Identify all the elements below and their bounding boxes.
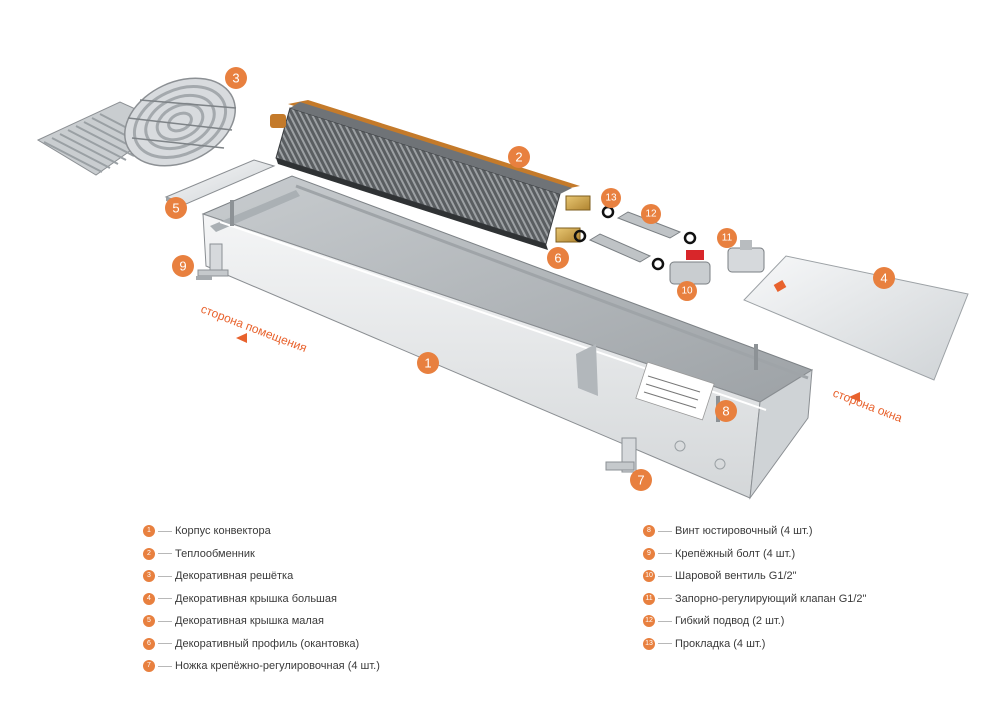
window-side-label: сторона окна bbox=[831, 386, 905, 425]
heat-exchanger bbox=[270, 100, 580, 250]
svg-text:2: 2 bbox=[515, 150, 522, 165]
legend-number-badge: 8 bbox=[643, 525, 655, 538]
svg-text:4: 4 bbox=[880, 271, 887, 286]
legend-label: Декоративный профиль (окантовка) bbox=[175, 637, 360, 650]
large-cover bbox=[743, 255, 969, 381]
legend-number-badge: 4 bbox=[143, 592, 155, 605]
svg-text:10: 10 bbox=[681, 286, 693, 297]
legend-item: 9 Крепёжный болт (4 шт.) bbox=[643, 543, 866, 566]
legend-label: Корпус конвектора bbox=[175, 525, 271, 538]
converter-body bbox=[201, 175, 814, 500]
callout-7: 7 bbox=[630, 469, 652, 491]
callout-4: 4 bbox=[873, 267, 895, 289]
legend-number-badge: 7 bbox=[143, 660, 155, 673]
callout-1: 1 bbox=[417, 352, 439, 374]
legend-number-badge: 6 bbox=[143, 637, 155, 650]
legend-leader-line bbox=[658, 643, 672, 645]
legend-leader-line bbox=[158, 598, 172, 600]
legend-item: 5 Декоративная крышка малая bbox=[143, 610, 380, 633]
callout-2: 2 bbox=[508, 146, 530, 168]
callout-11: 11 bbox=[717, 228, 737, 248]
mounting-bolt bbox=[196, 243, 229, 280]
legend-number-badge: 13 bbox=[643, 637, 655, 650]
legend-leader-line bbox=[158, 620, 172, 622]
callout-12: 12 bbox=[641, 204, 661, 224]
legend-label: Прокладка (4 шт.) bbox=[675, 637, 766, 650]
legend-item: 1 Корпус конвектора bbox=[143, 520, 380, 543]
legend-leader-line bbox=[658, 530, 672, 532]
legend-item: 8 Винт юстировочный (4 шт.) bbox=[643, 520, 866, 543]
svg-text:13: 13 bbox=[605, 193, 617, 204]
svg-text:11: 11 bbox=[722, 233, 733, 244]
legend-column-right: 8 Винт юстировочный (4 шт.) 9 Крепёжный … bbox=[643, 520, 866, 655]
legend-leader-line bbox=[158, 643, 172, 645]
legend-label: Декоративная крышка малая bbox=[175, 615, 324, 628]
adjustable-foot bbox=[605, 437, 637, 473]
legend-leader-line bbox=[658, 553, 672, 555]
legend-label: Винт юстировочный (4 шт.) bbox=[675, 525, 813, 538]
ball-valve bbox=[669, 250, 711, 285]
callout-9: 9 bbox=[172, 255, 194, 277]
legend-label: Гибкий подвод (2 шт.) bbox=[675, 615, 785, 628]
svg-text:8: 8 bbox=[722, 404, 729, 419]
svg-text:сторона помещения: сторона помещения bbox=[199, 302, 309, 355]
callout-13: 13 bbox=[601, 188, 621, 208]
legend-item: 12 Гибкий подвод (2 шт.) bbox=[643, 610, 866, 633]
legend-leader-line bbox=[158, 665, 172, 667]
legend-leader-line bbox=[658, 620, 672, 622]
legend-item: 2 Теплообменник bbox=[143, 543, 380, 566]
svg-text:7: 7 bbox=[637, 473, 644, 488]
legend-label: Теплообменник bbox=[175, 547, 255, 560]
svg-text:1: 1 bbox=[424, 356, 431, 371]
flexible-hoses bbox=[588, 211, 697, 271]
callout-3: 3 bbox=[225, 67, 247, 89]
legend-number-badge: 5 bbox=[143, 615, 155, 628]
svg-text:6: 6 bbox=[554, 251, 561, 266]
svg-text:9: 9 bbox=[179, 259, 186, 274]
legend-item: 10 Шаровой вентиль G1/2" bbox=[643, 565, 866, 588]
callout-8: 8 bbox=[715, 400, 737, 422]
svg-text:3: 3 bbox=[232, 71, 239, 86]
legend-number-badge: 11 bbox=[643, 592, 655, 605]
room-side-label: сторона помещения bbox=[199, 302, 309, 355]
legend-item: 6 Декоративный профиль (окантовка) bbox=[143, 633, 380, 656]
legend-label: Запорно-регулирующий клапан G1/2" bbox=[675, 592, 867, 605]
legend-number-badge: 12 bbox=[643, 615, 655, 628]
legend-number-badge: 1 bbox=[143, 525, 155, 538]
legend-item: 4 Декоративная крышка большая bbox=[143, 588, 380, 611]
legend-number-badge: 10 bbox=[643, 570, 655, 583]
legend-item: 3 Декоративная решётка bbox=[143, 565, 380, 588]
brass-fittings bbox=[555, 195, 615, 243]
legend-column-left: 1 Корпус конвектора 2 Теплообменник 3 Де… bbox=[143, 520, 380, 678]
legend-leader-line bbox=[158, 530, 172, 532]
legend-number-badge: 9 bbox=[643, 547, 655, 560]
legend-item: 13 Прокладка (4 шт.) bbox=[643, 633, 866, 656]
legend-item: 7 Ножка крепёжно-регулировочная (4 шт.) bbox=[143, 655, 380, 678]
legend-leader-line bbox=[658, 575, 672, 577]
callout-5: 5 bbox=[165, 197, 187, 219]
legend-label: Декоративная решётка bbox=[175, 570, 294, 583]
legend-label: Крепёжный болт (4 шт.) bbox=[675, 547, 796, 560]
legend-leader-line bbox=[158, 553, 172, 555]
svg-text:сторона окна: сторона окна bbox=[831, 386, 905, 425]
legend-label: Ножка крепёжно-регулировочная (4 шт.) bbox=[175, 660, 380, 673]
legend-label: Шаровой вентиль G1/2" bbox=[675, 570, 797, 583]
legend-number-badge: 2 bbox=[143, 547, 155, 560]
svg-text:5: 5 bbox=[172, 201, 179, 216]
svg-text:12: 12 bbox=[645, 209, 657, 220]
legend-leader-line bbox=[658, 598, 672, 600]
legend-number-badge: 3 bbox=[143, 570, 155, 583]
callout-6: 6 bbox=[547, 247, 569, 269]
legend-label: Декоративная крышка большая bbox=[175, 592, 337, 605]
legend-item: 11 Запорно-регулирующий клапан G1/2" bbox=[643, 588, 866, 611]
decorative-grille bbox=[36, 77, 237, 176]
legend-leader-line bbox=[158, 575, 172, 577]
shutoff-valve bbox=[727, 240, 765, 273]
callout-10: 10 bbox=[677, 281, 697, 301]
